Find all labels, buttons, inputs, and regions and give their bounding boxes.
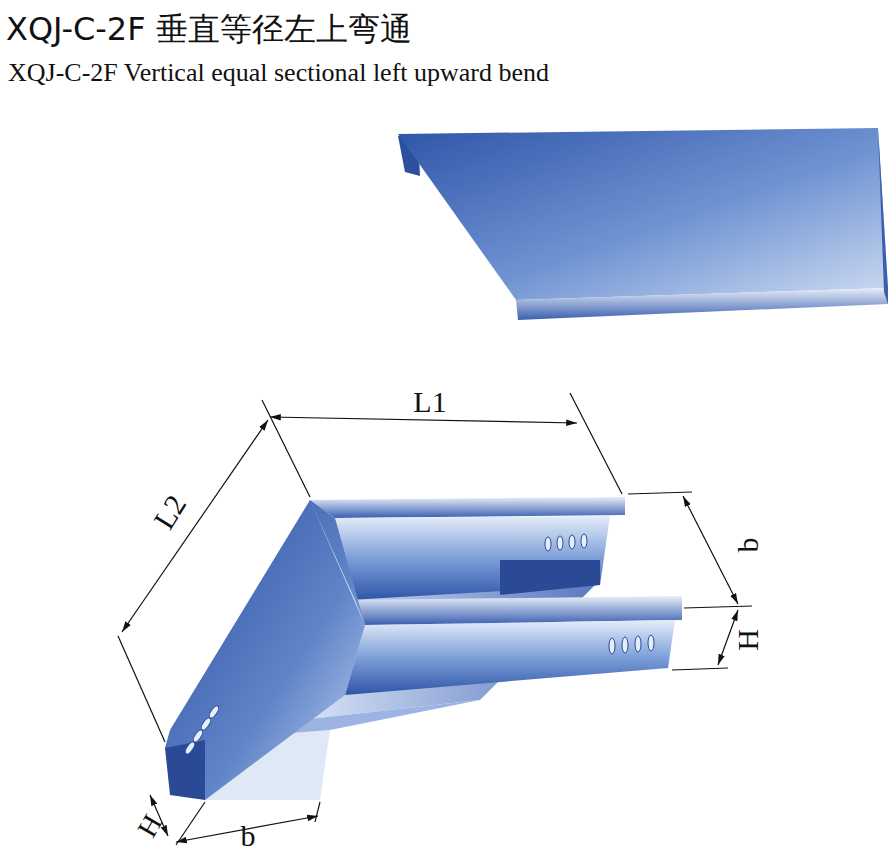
dimension-label: L2 [148, 490, 191, 534]
dimension-label: H [733, 629, 763, 651]
title: XQJ-C-2F 垂直等径左上弯通 [6, 8, 412, 52]
bend-body [165, 497, 682, 800]
dimension-lines [118, 393, 752, 845]
subtitle: XQJ-C-2F Vertical equal sectional left u… [8, 60, 549, 86]
dimension-label: b [241, 821, 256, 851]
dimension-label: b [733, 538, 763, 553]
cover-plate [398, 128, 888, 320]
dimension-label: H [133, 810, 167, 842]
dimension-label: L1 [413, 387, 446, 417]
